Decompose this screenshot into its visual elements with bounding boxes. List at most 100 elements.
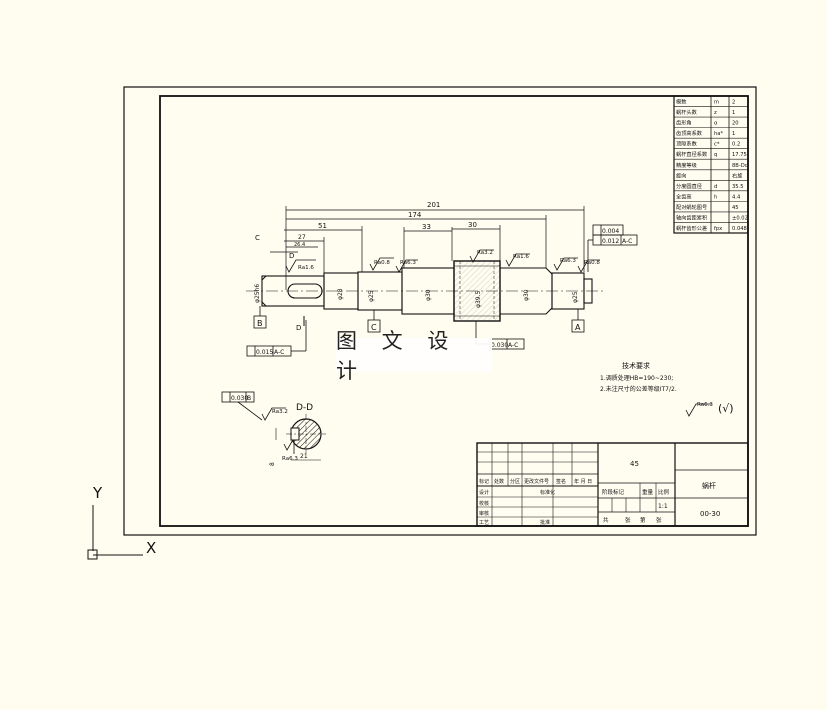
param-symbol: h (714, 194, 717, 200)
param-value: 8B-Dc (732, 163, 748, 169)
tech-req-title: 技术要求 (622, 361, 650, 370)
param-value: 4.4 (732, 194, 741, 200)
tol-runout-left-ref: A-C (274, 349, 284, 356)
param-name: 蜗杆直径系数 (676, 150, 708, 158)
dim-27: 27 (298, 234, 306, 241)
tb-doc-no: 更改文件号 (524, 478, 549, 485)
tb-sheet-word2: 张 (656, 516, 662, 524)
param-symbol: m (714, 100, 719, 106)
tb-weight-label: 重量 (642, 488, 654, 496)
param-symbol: α (714, 121, 718, 127)
tb-sheet-word: 张 (625, 516, 631, 524)
ra-shoulder-left: Ra6.3 (400, 260, 416, 266)
ucs-x-label: X (146, 539, 156, 557)
param-value: 右旋 (732, 171, 743, 179)
param-value: 0.048 (732, 226, 747, 232)
ucs-icon (87, 505, 143, 560)
param-name: 精度等级 (676, 161, 697, 169)
datum-a: A (575, 323, 581, 332)
param-name: 蜗杆齿形公差 (676, 224, 707, 232)
section-key-width: 8 (269, 462, 276, 466)
tech-req-line2: 2.未注尺寸的公差等级IT7/2. (600, 385, 677, 393)
title-block (476, 442, 749, 527)
param-value: 1 (732, 131, 735, 137)
shaft-main-view (246, 260, 604, 322)
tb-part-name: 蜗杆 (702, 481, 716, 490)
param-name: 轴向齿距累积 (676, 213, 707, 221)
param-symbol: fpx (714, 226, 722, 232)
tech-req-line1: 1.调质处理HB=190~230; (600, 374, 673, 382)
dim-174: 174 (408, 211, 422, 219)
general-finish-bracket: (√) (718, 402, 734, 415)
circle-c-mark: C (255, 234, 260, 242)
ra-worm-top: Ra3.2 (477, 250, 493, 256)
section-view-dd (275, 414, 326, 461)
param-name: 模数 (676, 98, 687, 106)
tb-drawing-no: 00-30 (700, 510, 720, 518)
watermark-banner: 图 文 设 计 (336, 329, 492, 383)
tb-craft: 工艺 (479, 520, 489, 526)
dia-left-end: φ25h6 (254, 284, 261, 303)
inner-border (159, 95, 749, 527)
outer-border (123, 86, 757, 536)
datum-c: C (371, 323, 377, 332)
tb-check: 校核 (479, 500, 489, 507)
tb-mark: 标记 (479, 478, 489, 485)
tb-stage-label: 阶段标记 (602, 488, 625, 496)
param-name: 分度圆直径 (676, 182, 702, 190)
ra-right-bearing: Ra0.8 (584, 260, 600, 266)
tb-scale: 1:1 (658, 503, 668, 510)
tol-runout-top: 0.012 (602, 238, 619, 245)
param-value: 20 (732, 121, 739, 127)
param-value: 45 (732, 205, 739, 211)
dim-26: 26.4 (294, 242, 305, 248)
dia-body-left: φ30 (425, 289, 432, 301)
tol-runout-left: 0.015 (256, 349, 273, 356)
dia-shoulder: φ28 (337, 288, 344, 300)
tb-sign: 签名 (556, 478, 566, 485)
dim-51: 51 (318, 222, 327, 230)
tb-date: 年 月 日 (574, 478, 592, 485)
param-symbol: ha* (714, 131, 723, 137)
param-name: 顶隙系数 (676, 140, 698, 148)
tb-design: 设计 (479, 489, 489, 496)
tb-material: 45 (630, 460, 639, 468)
tol-flatness: 0.004 (602, 228, 619, 235)
param-symbol: c* (714, 142, 720, 148)
tol-runout-mid: 0.030 (491, 342, 508, 349)
tb-zone: 分区 (510, 478, 520, 485)
ra-general: Ra6.3 (697, 402, 713, 408)
dimension-lines (270, 206, 585, 290)
param-symbol: q (714, 152, 717, 158)
param-name: 配对蜗轮图号 (676, 203, 707, 211)
section-mark-bottom: D (296, 324, 301, 332)
tol-symmetry: 0.030 (231, 395, 248, 402)
tolerance-frames (221, 224, 638, 421)
section-mark-top: D (289, 252, 294, 260)
param-value: 0.2 (732, 142, 740, 148)
tb-qty: 处数 (494, 478, 504, 485)
section-key-depth: 21 (300, 453, 308, 460)
tol-symmetry-ref: B (247, 395, 251, 402)
datum-boxes (253, 306, 585, 333)
param-value: 2 (732, 100, 735, 106)
tb-sheet-no: 第 (640, 516, 646, 524)
param-name: 齿顶高系数 (676, 129, 703, 137)
param-value: 17.75 (732, 152, 747, 158)
ra-shoulder-right: Ra6.3 (560, 258, 576, 264)
param-value: 1 (732, 110, 735, 116)
dim-33: 33 (422, 223, 431, 231)
section-view-title: D-D (296, 403, 313, 413)
ra-left-bearing: Ra0.8 (374, 260, 390, 266)
tb-scale-label: 比例 (658, 488, 670, 496)
param-symbol: d (714, 184, 717, 190)
tol-runout-mid-ref: A-C (508, 342, 518, 349)
param-name: 齿形角 (676, 119, 692, 127)
dia-worm: φ39.5 (475, 291, 482, 309)
ra-section-side: Ra6.3 (282, 456, 298, 462)
tb-process: 审核 (479, 510, 489, 517)
param-name: 全齿高 (676, 192, 692, 200)
dia-bearing-left: φ25 (368, 290, 375, 302)
